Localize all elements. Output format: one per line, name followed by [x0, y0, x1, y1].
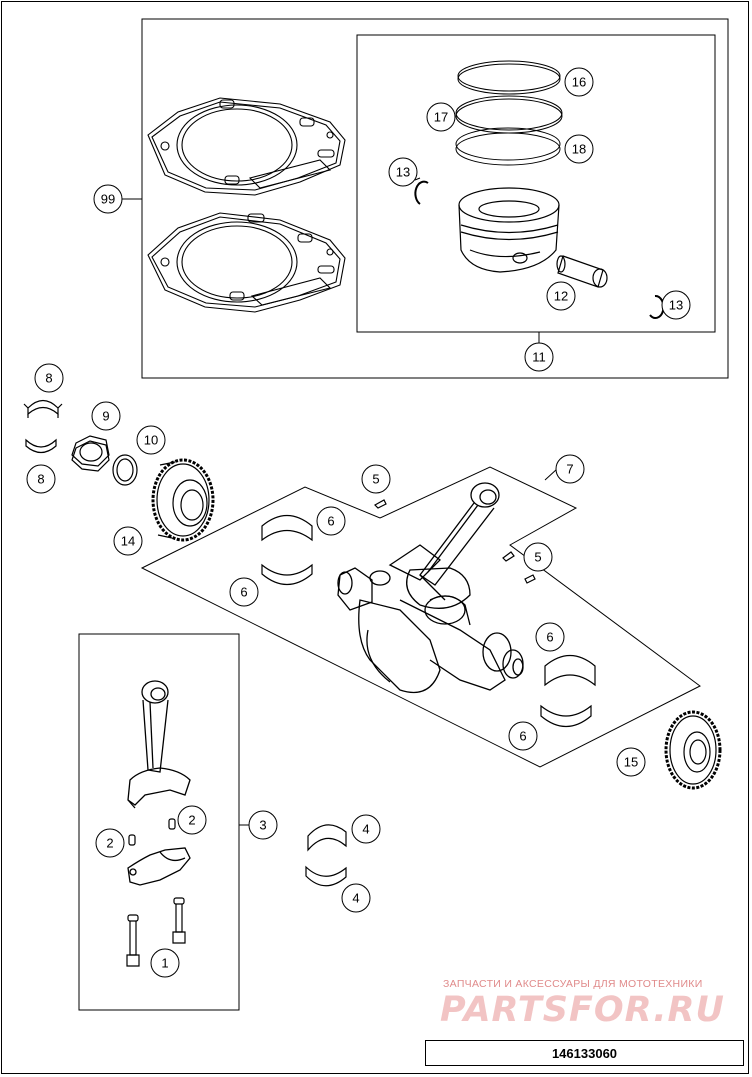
callout-9-text: 9	[102, 409, 109, 424]
part-number-box: 146133060	[425, 1040, 744, 1066]
cylinder-head-gasket-upper	[147, 97, 346, 196]
callout-13-left-text: 13	[396, 165, 410, 180]
dowel-pin-a	[168, 818, 176, 830]
callout-4-top: 4	[351, 814, 381, 844]
callout-9: 9	[91, 401, 121, 431]
piston-ring-top	[457, 60, 561, 95]
callout-4-top-text: 4	[362, 822, 369, 837]
callout-13-left: 13	[388, 157, 418, 187]
callout-15: 15	[616, 747, 646, 777]
watermark-tagline: ЗАПЧАСТИ И АКСЕССУАРЫ ДЛЯ МОТОТЕХНИКИ	[443, 978, 703, 990]
conrod-bearing-shell-lower	[305, 865, 347, 887]
callout-6-a-text: 6	[327, 514, 334, 529]
piston-kit-box	[356, 34, 716, 333]
callout-11-text: 11	[532, 350, 546, 365]
callout-6-a: 6	[316, 506, 346, 536]
callout-5-left: 5	[361, 464, 391, 494]
callout-16-text: 16	[572, 75, 586, 90]
callout-8-bottom-text: 8	[37, 472, 44, 487]
callout-1-text: 1	[161, 956, 168, 971]
callout-7-text: 7	[566, 462, 573, 477]
callout-1: 1	[150, 948, 180, 978]
callout-5-right: 5	[523, 542, 553, 572]
callout-8-top-text: 8	[45, 371, 52, 386]
bearing-shell-6b	[261, 563, 313, 586]
conrod-bolt-left	[126, 914, 140, 967]
bearing-shell-6c	[544, 654, 596, 687]
callout-99-text: 99	[101, 192, 115, 207]
callout-13-right-text: 13	[669, 298, 683, 313]
callout-2-left-text: 2	[106, 836, 113, 851]
callout-99: 99	[93, 184, 123, 214]
nut	[71, 435, 110, 472]
callout-3: 3	[248, 810, 278, 840]
callout-2-right: 2	[177, 805, 207, 835]
callout-5-right-text: 5	[534, 550, 541, 565]
bearing-shell-upper-8	[23, 399, 63, 418]
bearing-shell-6a	[261, 514, 313, 542]
circlip-right	[649, 295, 665, 319]
callout-6-d-text: 6	[519, 729, 526, 744]
part-number: 146133060	[551, 1045, 618, 1061]
crankshaft-group-outline	[140, 466, 701, 768]
callout-6-b: 6	[229, 577, 259, 607]
connecting-rod-installed	[406, 482, 500, 609]
piston-ring-mid	[455, 95, 563, 134]
callout-6-b-text: 6	[240, 585, 247, 600]
callout-11: 11	[524, 342, 554, 372]
callout-2-left: 2	[95, 828, 125, 858]
callout-14-text: 14	[121, 534, 135, 549]
conrod-bolt-right	[172, 897, 186, 944]
callout-10-text: 10	[144, 433, 158, 448]
callout-12-text: 12	[554, 289, 568, 304]
callout-3-text: 3	[259, 818, 266, 833]
callout-6-d: 6	[508, 721, 538, 751]
callout-14: 14	[113, 526, 143, 556]
watermark-brand: PARTSFOR.RU	[440, 990, 725, 1030]
bearing-shell-lower-8	[25, 438, 57, 454]
callout-4-bottom-text: 4	[352, 891, 359, 906]
callout-18: 18	[564, 134, 594, 164]
dowel-pin-b	[128, 834, 136, 846]
circlip-left	[414, 180, 429, 205]
bearing-shell-6d	[540, 704, 592, 728]
callout-2-right-text: 2	[188, 813, 195, 828]
callout-13-right: 13	[661, 290, 691, 320]
callout-17: 17	[426, 102, 456, 132]
gasket-set-box	[141, 18, 729, 379]
callout-17-text: 17	[434, 110, 448, 125]
cylinder-head-gasket-lower	[147, 212, 346, 313]
callout-4-bottom: 4	[341, 883, 371, 913]
gear-15	[664, 710, 722, 790]
primary-gear-14	[151, 458, 215, 542]
callout-15-text: 15	[624, 755, 638, 770]
callout-18-text: 18	[572, 142, 586, 157]
crankshaft	[337, 544, 524, 694]
conrod-cap	[127, 847, 191, 886]
callout-5-left-text: 5	[372, 472, 379, 487]
piston-pin	[556, 255, 608, 288]
callout-16: 16	[564, 67, 594, 97]
woodruff-key-a	[374, 499, 387, 509]
conrod-assembly-box	[78, 633, 240, 1011]
callout-10: 10	[136, 425, 166, 455]
callout-6-c: 6	[535, 622, 565, 652]
callout-7: 7	[555, 454, 585, 484]
woodruff-key-b	[502, 551, 536, 584]
callout-12: 12	[546, 281, 576, 311]
washer	[112, 454, 138, 486]
callout-6-c-text: 6	[546, 630, 553, 645]
conrod-bearing-shell-upper	[307, 824, 347, 852]
piston-ring-oil	[455, 127, 561, 166]
connecting-rod-assembly	[127, 680, 191, 809]
callout-8-top: 8	[34, 363, 64, 393]
piston	[458, 187, 560, 273]
callout-8-bottom: 8	[26, 464, 56, 494]
